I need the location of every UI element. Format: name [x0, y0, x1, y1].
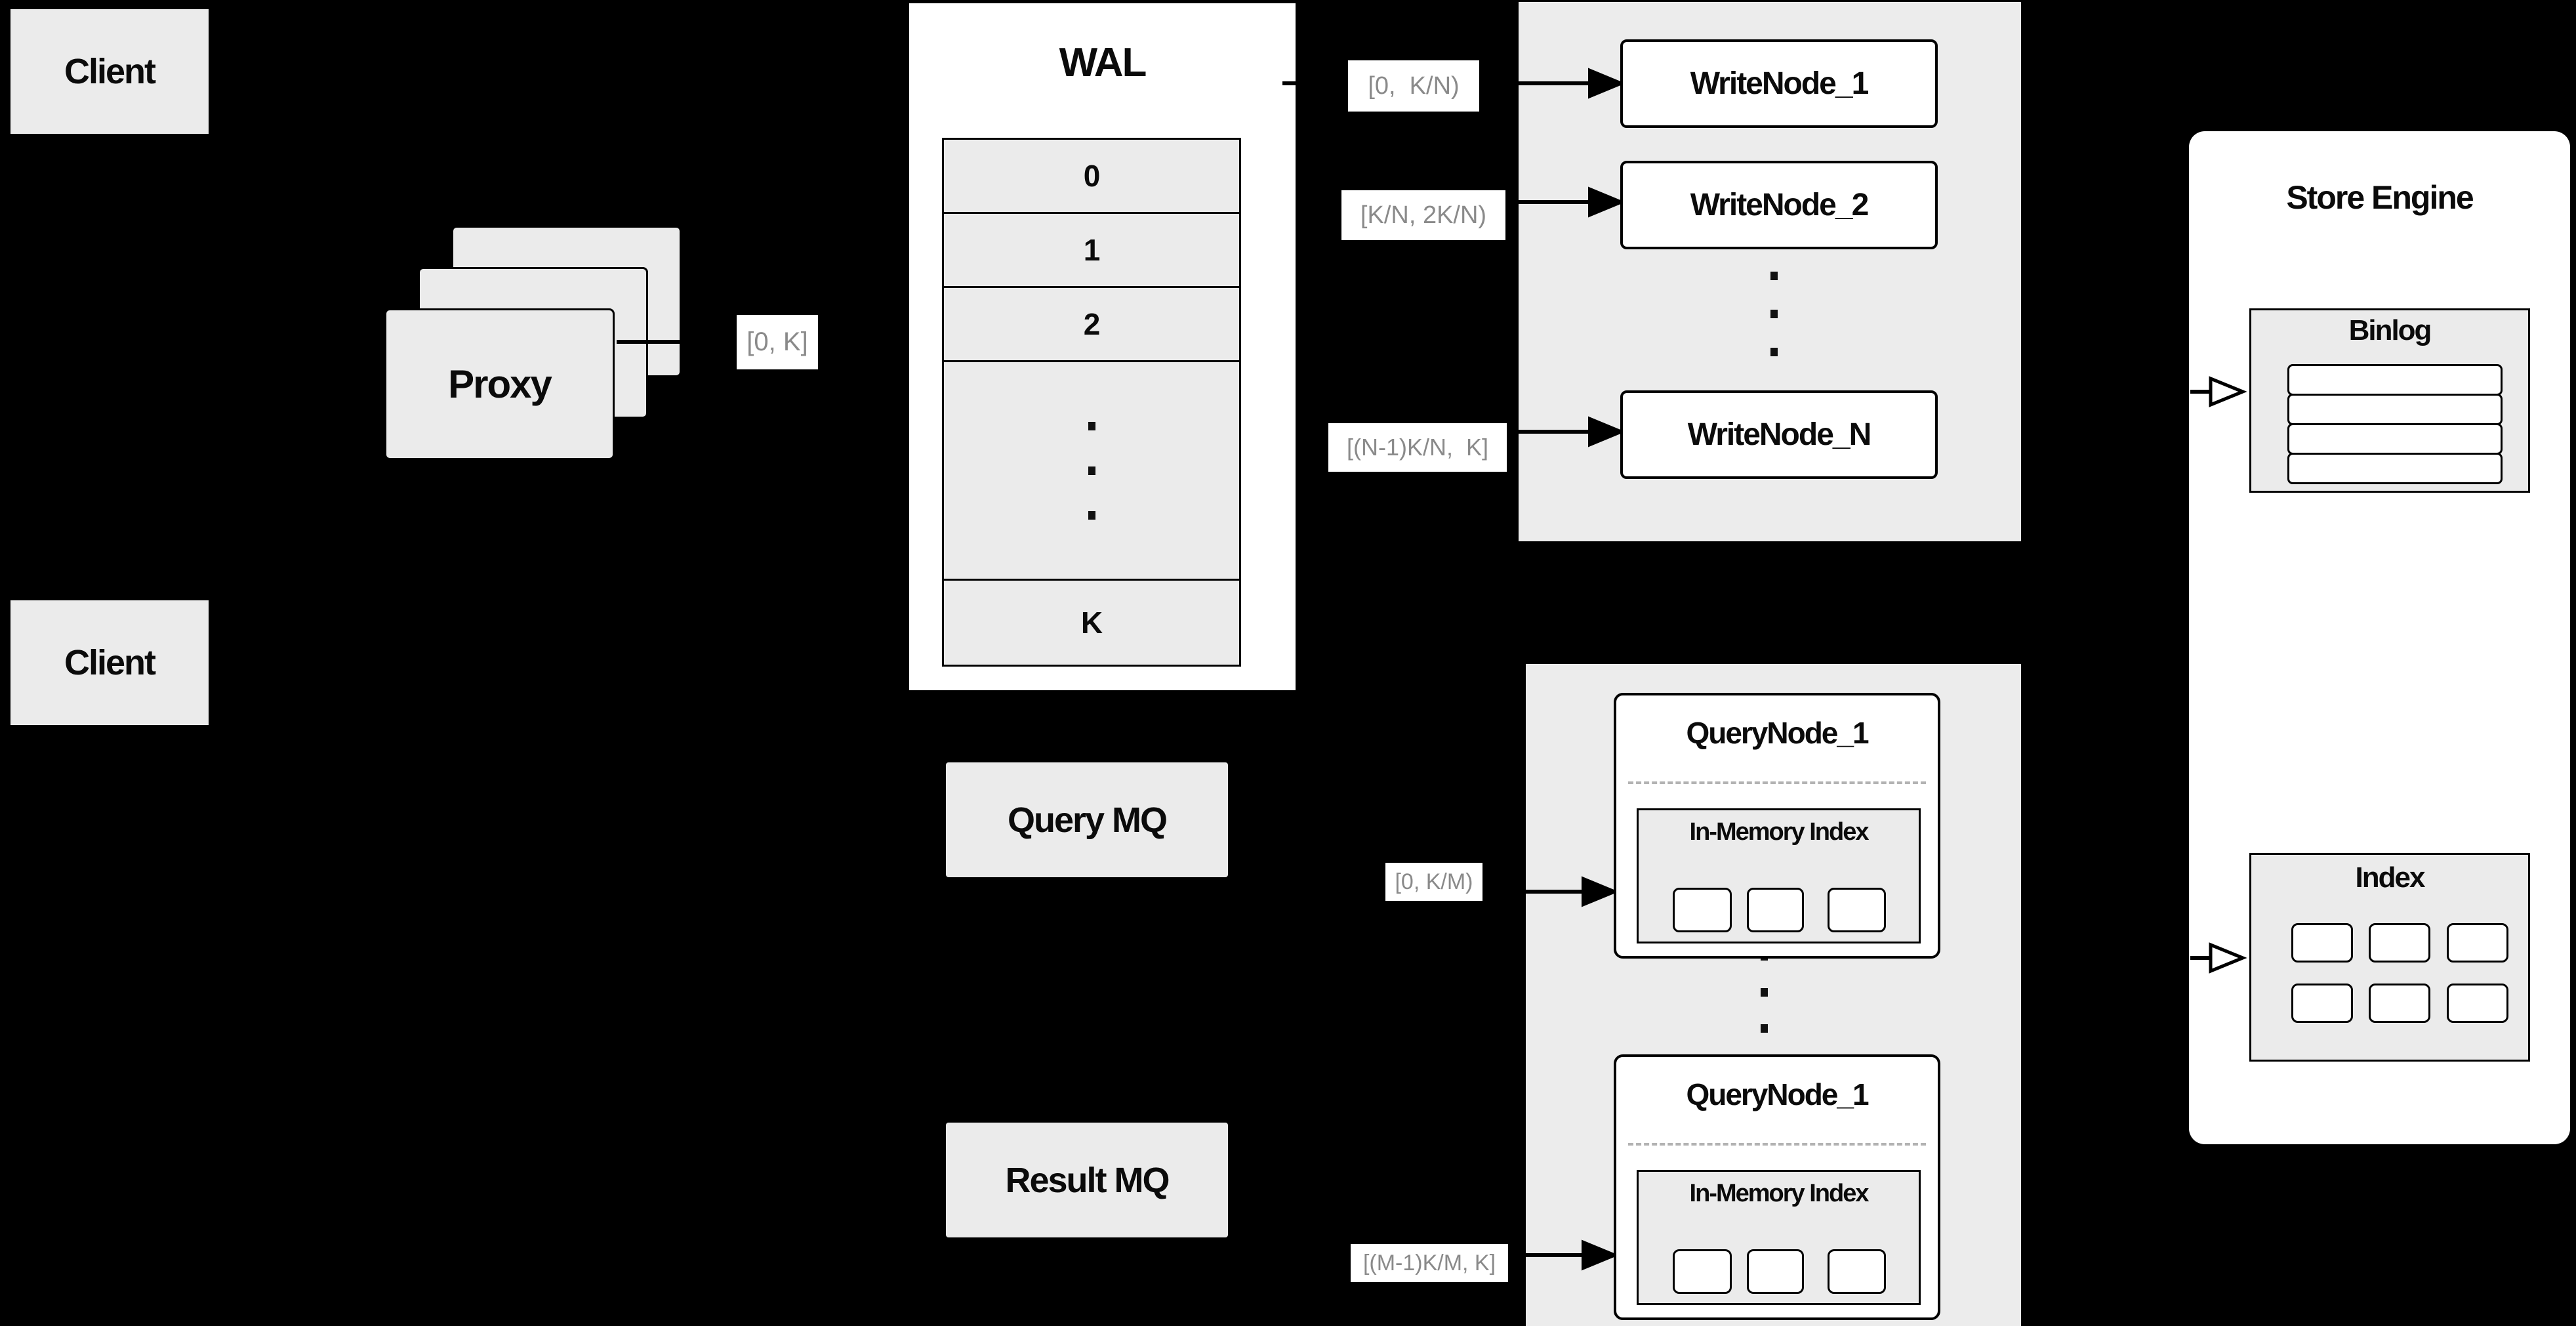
writenode-1-box: WriteNode_1: [1620, 39, 1938, 128]
wal-row-2: 2: [942, 286, 1241, 362]
writenode-2-box: WriteNode_2: [1620, 161, 1938, 249]
range-label-writenode-1: [0, K/N): [1348, 60, 1479, 112]
querynode-1-title: QueryNode_1: [1686, 716, 1869, 750]
querynode-1-dashed-divider: [1628, 781, 1926, 784]
writenode-1-label: WriteNode_1: [1690, 66, 1870, 101]
index-segment-cell: [2291, 923, 2353, 963]
writenode2-arrowhead-icon: [1588, 186, 1625, 218]
client-box-bottom: Client: [10, 600, 209, 725]
wal-row-2-label: 2: [1083, 307, 1101, 341]
writenoden-arrowhead-icon: [1588, 416, 1625, 447]
client-box-top: Client: [10, 9, 209, 134]
binlog-rows: [2287, 364, 2503, 484]
binlog-open-arrowhead-icon: [2209, 376, 2247, 407]
in-memory-index-2-title: In-Memory Index: [1689, 1180, 1870, 1207]
in-memory-index-box-1: In-Memory Index: [1637, 808, 1921, 943]
wal-row-0-label: 0: [1083, 159, 1101, 193]
in-memory-index-box-2: In-Memory Index: [1637, 1170, 1921, 1305]
index-segment-cell: [2447, 923, 2508, 963]
memory-segment-cell: [1828, 1249, 1886, 1294]
writenode-n-label: WriteNode_N: [1687, 417, 1871, 452]
querynode2-arrowhead-icon: [1582, 1239, 1619, 1271]
wal-segment-table: 0 1 2 K: [942, 138, 1241, 667]
memory-segment-cell: [1747, 888, 1804, 932]
querynode-2-box: QueryNode_1 In-Memory Index: [1614, 1054, 1940, 1320]
memory-segment-cell: [1747, 1249, 1804, 1294]
wal-panel: WAL 0 1 2 K: [909, 3, 1296, 690]
querynode-1-box: QueryNode_1 In-Memory Index: [1614, 693, 1940, 959]
writenode1-arrowhead-icon: [1588, 68, 1625, 99]
querynode-2-dashed-divider: [1628, 1143, 1926, 1146]
range-label-querynode-2: [(M-1)K/M, K]: [1351, 1244, 1508, 1282]
index-segment-cell: [2291, 984, 2353, 1023]
result-mq-box: Result MQ: [946, 1123, 1228, 1237]
query-mq-box: Query MQ: [946, 762, 1228, 877]
proxy-card-front: Proxy: [384, 308, 615, 460]
writenode-vertical-ellipsis-icon: [1770, 272, 1778, 356]
querynode1-arrowhead-icon: [1582, 876, 1619, 907]
querynode-2-title: QueryNode_1: [1686, 1077, 1869, 1111]
writenode-n-box: WriteNode_N: [1620, 390, 1938, 479]
range-label-querynode-1: [0, K/M): [1385, 863, 1482, 901]
store-engine-title: Store Engine: [2286, 179, 2474, 216]
client-top-label: Client: [64, 52, 156, 91]
range-label-proxy-out: [0, K]: [737, 315, 818, 369]
wal-row-k: K: [942, 579, 1241, 667]
in-memory-index-1-title: In-Memory Index: [1689, 818, 1870, 846]
wal-vertical-ellipsis-icon: [1088, 421, 1095, 520]
store-engine-panel: Store Engine Binlog Index: [2189, 131, 2570, 1144]
memory-segment-cell: [1828, 888, 1886, 932]
binlog-box: Binlog: [2249, 308, 2530, 493]
memory-segment-cell: [1673, 888, 1732, 932]
result-mq-label: Result MQ: [1005, 1160, 1170, 1200]
binlog-row: [2287, 394, 2503, 425]
index-open-arrowhead-icon: [2209, 942, 2247, 974]
query-mq-label: Query MQ: [1007, 800, 1168, 840]
binlog-row: [2287, 453, 2503, 484]
memory-segment-cell: [1673, 1249, 1732, 1294]
writenode-2-label: WriteNode_2: [1690, 188, 1870, 222]
index-segment-cell: [2447, 984, 2508, 1023]
index-segment-cell: [2369, 923, 2430, 963]
wal-title: WAL: [1059, 40, 1147, 85]
index-title: Index: [2355, 861, 2426, 894]
range-label-writenode-n: [(N-1)K/N, K]: [1328, 423, 1507, 472]
index-segment-cell: [2369, 984, 2430, 1023]
proxy-label: Proxy: [448, 362, 552, 406]
client-bottom-label: Client: [64, 643, 156, 682]
index-box: Index: [2249, 853, 2530, 1062]
wal-row-k-label: K: [1080, 606, 1103, 640]
binlog-title: Binlog: [2348, 314, 2432, 346]
wal-row-ellipsis: [942, 360, 1241, 581]
range-label-writenode-2: [K/N, 2K/N): [1341, 190, 1505, 240]
wal-row-1-label: 1: [1083, 233, 1101, 267]
